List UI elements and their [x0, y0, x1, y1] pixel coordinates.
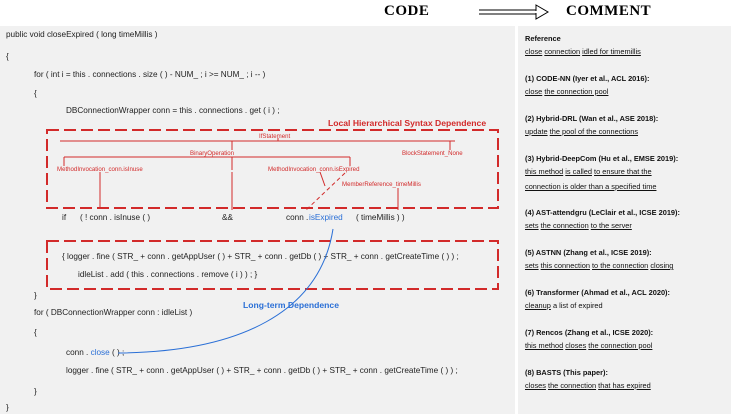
tree-mi-isexpired: MethodInvocation_conn.isExpired	[268, 166, 360, 173]
code-line-11: logger . fine ( STR_ + conn . getAppUser…	[66, 366, 458, 375]
arrow-right-icon	[479, 4, 549, 20]
comment-underlined-phrase: the connection	[540, 221, 589, 230]
comment-model-head: (5) ASTNN (Zhang et al., ICSE 2019):	[525, 248, 652, 257]
code-line-12: }	[34, 387, 37, 396]
comment-underlined-phrase: is called	[565, 167, 592, 176]
local-dependence-label: Local Hierarchical Syntax Dependence	[328, 118, 487, 128]
comment-underlined-phrase: sets	[525, 261, 539, 270]
if-not-isinuse: ( ! conn . isInuse ( )	[80, 213, 151, 222]
comment-underlined-phrase: close	[525, 87, 543, 96]
long-term-dependence-box	[46, 240, 499, 290]
comment-text-line: close the connection pool	[525, 87, 608, 96]
comment-model-head: (6) Transformer (Ahmad et al., ACL 2020)…	[525, 288, 670, 297]
close-call-method: close	[90, 348, 110, 357]
tree-if-statement: IfStatement	[259, 133, 291, 140]
code-panel: public void closeExpired ( long timeMill…	[0, 26, 515, 414]
comment-model-head: (7) Rencos (Zhang et al., ICSE 2020):	[525, 328, 654, 337]
code-line-8: }	[34, 291, 37, 300]
comment-text-line: cleanup a list of expired	[525, 301, 603, 310]
comment-underlined-phrase: this connection	[540, 261, 590, 270]
tree-binary-operation: BinaryOperation	[190, 150, 235, 157]
comment-underlined-phrase: the pool of the connections	[549, 127, 639, 136]
comment-underlined-phrase: to the connection	[592, 261, 649, 270]
code-line-10: {	[34, 328, 37, 337]
comment-underlined-phrase: the connection	[548, 381, 597, 390]
comment-underlined-phrase: to ensure that the	[594, 167, 652, 176]
comment-underlined-phrase: closing	[650, 261, 674, 270]
comment-underlined-phrase: to the server	[590, 221, 632, 230]
tree-mi-isinuse: MethodInvocation_conn.isInuse	[57, 166, 143, 173]
comment-model-head: (4) AST-attendgru (LeClair et al., ICSE …	[525, 208, 680, 217]
comment-underlined-phrase: sets	[525, 221, 539, 230]
code-line-4: {	[34, 89, 37, 98]
comment-text-line: sets this connection to the connection c…	[525, 261, 673, 270]
comment-text-line: this method is called to ensure that the	[525, 167, 652, 176]
comment-model-head: (2) Hybrid-DRL (Wan et al., ASE 2018):	[525, 114, 659, 123]
comment-underlined-phrase: closes	[525, 381, 546, 390]
if-conn: conn .	[286, 213, 309, 222]
code-line-13: }	[6, 403, 9, 412]
local-dependence-box	[46, 129, 499, 209]
comment-text-line: sets the connection to the server	[525, 221, 632, 230]
code-line-5: DBConnectionWrapper conn = this . connec…	[66, 106, 280, 115]
comment-underlined-phrase: the connection pool	[588, 341, 653, 350]
code-line-9: for ( DBConnectionWrapper conn : idleLis…	[34, 308, 193, 317]
comment-underlined-phrase: that has expired	[598, 381, 651, 390]
long-term-arc	[117, 228, 334, 354]
comment-underlined-phrase: the connection pool	[544, 87, 609, 96]
comment-text-line: closes the connection that has expired	[525, 381, 651, 390]
comment-underlined-phrase: update	[525, 127, 548, 136]
comment-underlined-phrase: connection is older than a specified tim…	[525, 182, 657, 191]
if-and-operator: &&	[222, 213, 233, 222]
code-line-1: public void closeExpired ( long timeMill…	[6, 30, 158, 39]
comment-text-line: update the pool of the connections	[525, 127, 638, 136]
code-line-6: { logger . fine ( STR_ + conn . getAppUs…	[62, 252, 459, 261]
code-line-2: {	[6, 52, 9, 61]
comment-model-head: (8) BASTS (This paper):	[525, 368, 608, 377]
comment-text-line: this method closes the connection pool	[525, 341, 652, 350]
close-call-prefix: conn .	[66, 348, 89, 357]
comment-underlined-phrase: this method	[525, 341, 564, 350]
comment-text-line: connection is older than a specified tim…	[525, 182, 656, 191]
comment-model-head: (1) CODE-NN (Iyer et al., ACL 2016):	[525, 74, 650, 83]
comment-underlined-phrase: closes	[565, 341, 587, 350]
code-line-7: idleList . add ( this . connections . re…	[78, 270, 258, 279]
comment-underlined-phrase: idled for timemillis	[582, 47, 641, 56]
comment-underlined-phrase: cleanup	[525, 301, 551, 310]
if-keyword: if	[62, 213, 67, 222]
comment-text-line: close connection idled for timemillis	[525, 47, 641, 56]
tree-member-ref: MemberReference_timeMillis	[342, 181, 421, 188]
comment-model-head: Reference	[525, 34, 561, 43]
comment-underlined-phrase: this method	[525, 167, 564, 176]
code-header: CODE	[384, 3, 430, 19]
comment-underlined-phrase: connection	[544, 47, 581, 56]
if-isexpired: isExpired	[309, 213, 343, 222]
comment-model-head: (3) Hybrid-DeepCom (Hu et al., EMSE 2019…	[525, 154, 679, 163]
tree-block-statement: BlockStatement_None	[402, 150, 463, 157]
if-timemillis: ( timeMillis ) )	[356, 213, 405, 222]
comment-header: COMMENT	[566, 3, 652, 19]
comment-underlined-phrase: close	[525, 47, 543, 56]
comment-panel: Reference close connection idled for time…	[518, 26, 731, 414]
code-line-3: for ( int i = this . connections . size …	[34, 70, 266, 79]
